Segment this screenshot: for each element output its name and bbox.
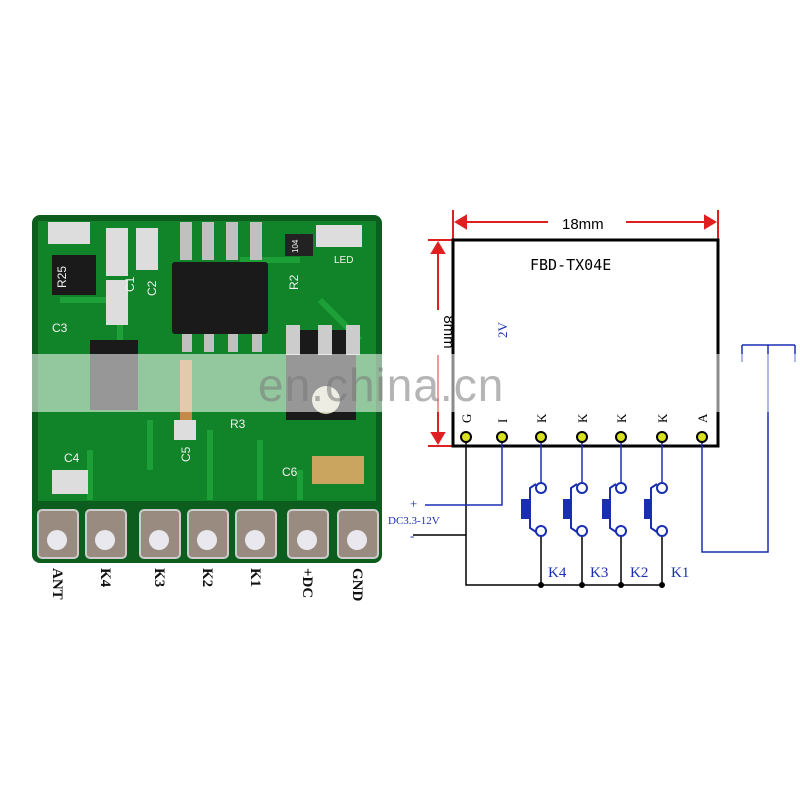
pin-label: K <box>575 413 590 423</box>
pin-label: K <box>655 413 670 423</box>
button-label: K4 <box>548 565 567 581</box>
silkscreen-labels: R25 C3 C1 C2 R2 LED R3 C5 C4 C6 104 <box>52 239 353 479</box>
power-plus: + <box>410 496 417 511</box>
silkscreen-c1: C1 <box>123 276 137 292</box>
power-label: DC3.3-12V <box>388 515 440 527</box>
module-pins <box>460 431 708 443</box>
silkscreen-led: LED <box>334 255 353 266</box>
button-label: K3 <box>590 565 608 581</box>
pin-label: K <box>534 413 549 423</box>
button-label: K2 <box>630 565 648 581</box>
pcb-pin-label: +DC <box>299 568 315 599</box>
power-minus: - <box>410 528 414 543</box>
silkscreen-c3: C3 <box>52 321 68 335</box>
button-label: K1 <box>671 565 689 581</box>
silkscreen-c4: C4 <box>64 451 80 465</box>
watermark-band <box>0 354 800 412</box>
pin-label: G <box>459 414 474 423</box>
pin-label: I <box>495 419 510 423</box>
pcb-pin-label: K2 <box>199 568 215 588</box>
silkscreen-c6: C6 <box>282 465 298 479</box>
pcb-pin-label: ANT <box>49 568 65 600</box>
pcb-pin-label: GND <box>349 568 365 602</box>
pcb-pin-label: K4 <box>97 568 113 588</box>
pin-label: K <box>614 413 629 423</box>
module-name: FBD-TX04E <box>530 256 611 274</box>
wires <box>425 344 796 553</box>
push-buttons <box>521 482 668 537</box>
silkscreen-104: 104 <box>291 239 300 253</box>
silkscreen-c5: C5 <box>179 446 193 462</box>
pcb-pin-label: K1 <box>247 568 263 588</box>
pin-label: A <box>695 413 710 423</box>
ic-chip <box>172 262 268 334</box>
width-dimension: 18mm <box>562 216 604 233</box>
silkscreen-c2: C2 <box>145 280 159 296</box>
voltage-label: 2V <box>495 322 510 339</box>
silkscreen-r25: R25 <box>55 266 69 288</box>
height-dimension: 8mm <box>440 315 457 348</box>
pcb-pin-label: K3 <box>151 568 167 588</box>
watermark: en.china.cn <box>258 359 505 411</box>
silkscreen-r3: R3 <box>230 417 246 431</box>
pin-pads <box>37 509 379 559</box>
silkscreen-r2: R2 <box>287 274 301 290</box>
